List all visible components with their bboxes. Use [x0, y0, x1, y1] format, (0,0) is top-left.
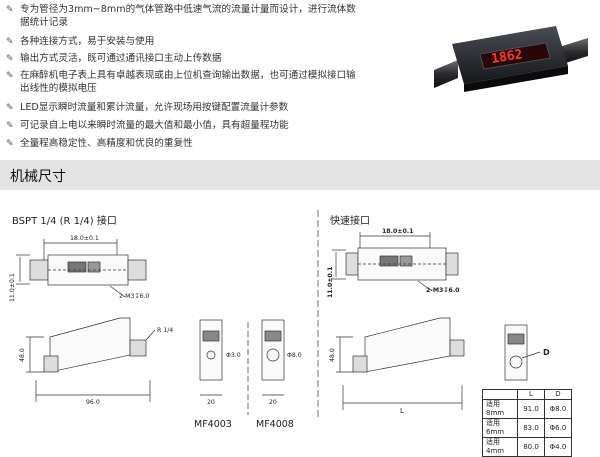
table-header-cell: L: [517, 389, 545, 400]
led-display-value: 1862: [490, 47, 523, 67]
dia-right-label: Φ8.0: [287, 352, 302, 359]
feature-text-cont: 出线性的模拟电压: [20, 83, 97, 94]
dia-left-label: Φ3.0: [226, 352, 241, 359]
table-cell: 适用8mm: [482, 399, 518, 419]
table-cell: Φ6.0: [544, 418, 572, 438]
right-top-view: [332, 232, 459, 292]
feature-item: ✎ 全量程高稳定性、高精度和优良的重复性: [6, 137, 193, 150]
feature-text: 全量程高稳定性、高精度和优良的重复性: [20, 138, 193, 149]
feature-item: ✎ LED显示瞬时流量和累计流量，允许现场用按键配置流量计参数: [6, 101, 288, 114]
pen-bullet-icon: ✎: [6, 5, 14, 15]
section-title: 机械尺寸: [10, 169, 66, 185]
feature-text: 输出方式灵活，既可通过通讯接口主动上传数据: [20, 53, 222, 64]
right-dim-height-label: 48.0: [329, 348, 336, 362]
model-label-mf4008: MF4008: [256, 419, 294, 430]
table-row: 适用4mm 80.0 Φ4.0: [482, 437, 572, 457]
feature-text: LED显示瞬时流量和累计流量，允许现场用按键配置流量计参数: [20, 102, 289, 113]
hole-label: 2-M3↧6.0: [119, 293, 150, 300]
table-cell: 80.0: [517, 437, 545, 457]
dim-length-label: 96.0: [86, 399, 100, 406]
right-front-view: [336, 317, 465, 410]
table-cell: Φ4.0: [544, 437, 572, 457]
pen-bullet-icon: ✎: [6, 37, 14, 47]
feature-text: 在麻醉机电子表上具有卓越表现或由上位机查询输出数据，也可通过模拟接口输: [20, 70, 356, 81]
table-cell: 91.0: [517, 399, 545, 419]
table-header-cell: D: [544, 389, 572, 400]
feature-text-cont: 据统计记录: [20, 17, 68, 28]
right-dim-height-top-label: 11.0±0.1: [327, 267, 334, 298]
feature-item: ✎ 各种连接方式，易于安装与使用: [6, 35, 154, 48]
right-drawing-title: 快速接口: [330, 216, 370, 227]
feature-item: ✎ 输出方式灵活，既可通过通讯接口主动上传数据: [6, 52, 221, 65]
table-header-cell: [482, 389, 518, 400]
feature-item: ✎ 在麻醉机电子表上具有卓越表现或由上位机查询输出数据，也可通过模拟接口输 出线…: [6, 69, 356, 95]
pen-bullet-icon: ✎: [6, 54, 14, 64]
left-top-view: [16, 239, 147, 298]
table-row: 适用8mm 91.0 Φ8.0: [482, 399, 572, 419]
dim-top-label: 18.0±0.1: [70, 235, 99, 242]
dim-height-top-label: 11.0±0.1: [9, 273, 16, 302]
feature-item: ✎ 可记录自上电以来瞬时流量的最大值和最小值，具有超量程功能: [6, 119, 289, 132]
dim-width-label: 20: [207, 399, 215, 406]
feature-item: ✎ 专为管径为3mm~8mm的气体管路中低速气流的流量计量而设计，进行流体数 据…: [6, 3, 356, 29]
mechanical-drawing: 18.0±0.1 11.0±0.1 2-M3↧6.0 R 1/4 48.0 96…: [9, 210, 550, 420]
pen-bullet-icon: ✎: [6, 103, 14, 113]
thread-label: R 1/4: [157, 327, 173, 334]
pen-bullet-icon: ✎: [6, 139, 14, 149]
model-label-mf4003: MF4003: [194, 419, 232, 430]
table-cell: Φ8.0: [544, 399, 572, 419]
table-row: 适用6mm 83.0 Φ6.0: [482, 418, 572, 438]
section-header: 机械尺寸: [0, 160, 600, 190]
left-drawing-title: BSPT 1/4 (R 1/4) 接口: [12, 216, 117, 227]
table-cell: 83.0: [517, 418, 545, 438]
dimension-table: L D 适用8mm 91.0 Φ8.0 适用6mm 83.0 Φ6.0 适用4m…: [482, 389, 572, 457]
feature-text: 可记录自上电以来瞬时流量的最大值和最小值，具有超量程功能: [20, 120, 289, 131]
table-header-row: L D: [482, 389, 572, 400]
dim-width-label-2: 20: [269, 399, 277, 406]
feature-text: 各种连接方式，易于安装与使用: [20, 36, 155, 47]
right-hole-label: 2-M3↧6.0: [426, 287, 460, 294]
flowmeter-product-image: 1862: [434, 26, 588, 92]
left-side-views: [199, 319, 285, 415]
pen-bullet-icon: ✎: [6, 121, 14, 131]
table-cell: 适用6mm: [482, 418, 518, 438]
right-dim-length-label: L: [400, 407, 404, 415]
right-dim-top-label: 18.0±0.1: [382, 228, 413, 235]
feature-text: 专为管径为3mm~8mm的气体管路中低速气流的流量计量而设计，进行流体数: [20, 4, 356, 15]
table-cell: 适用4mm: [482, 437, 518, 457]
right-side-view: [504, 324, 541, 381]
pen-bullet-icon: ✎: [6, 71, 14, 81]
dim-height-label: 48.0: [19, 348, 26, 362]
left-front-view: [26, 317, 156, 402]
right-dim-diameter-label: D: [543, 348, 550, 357]
